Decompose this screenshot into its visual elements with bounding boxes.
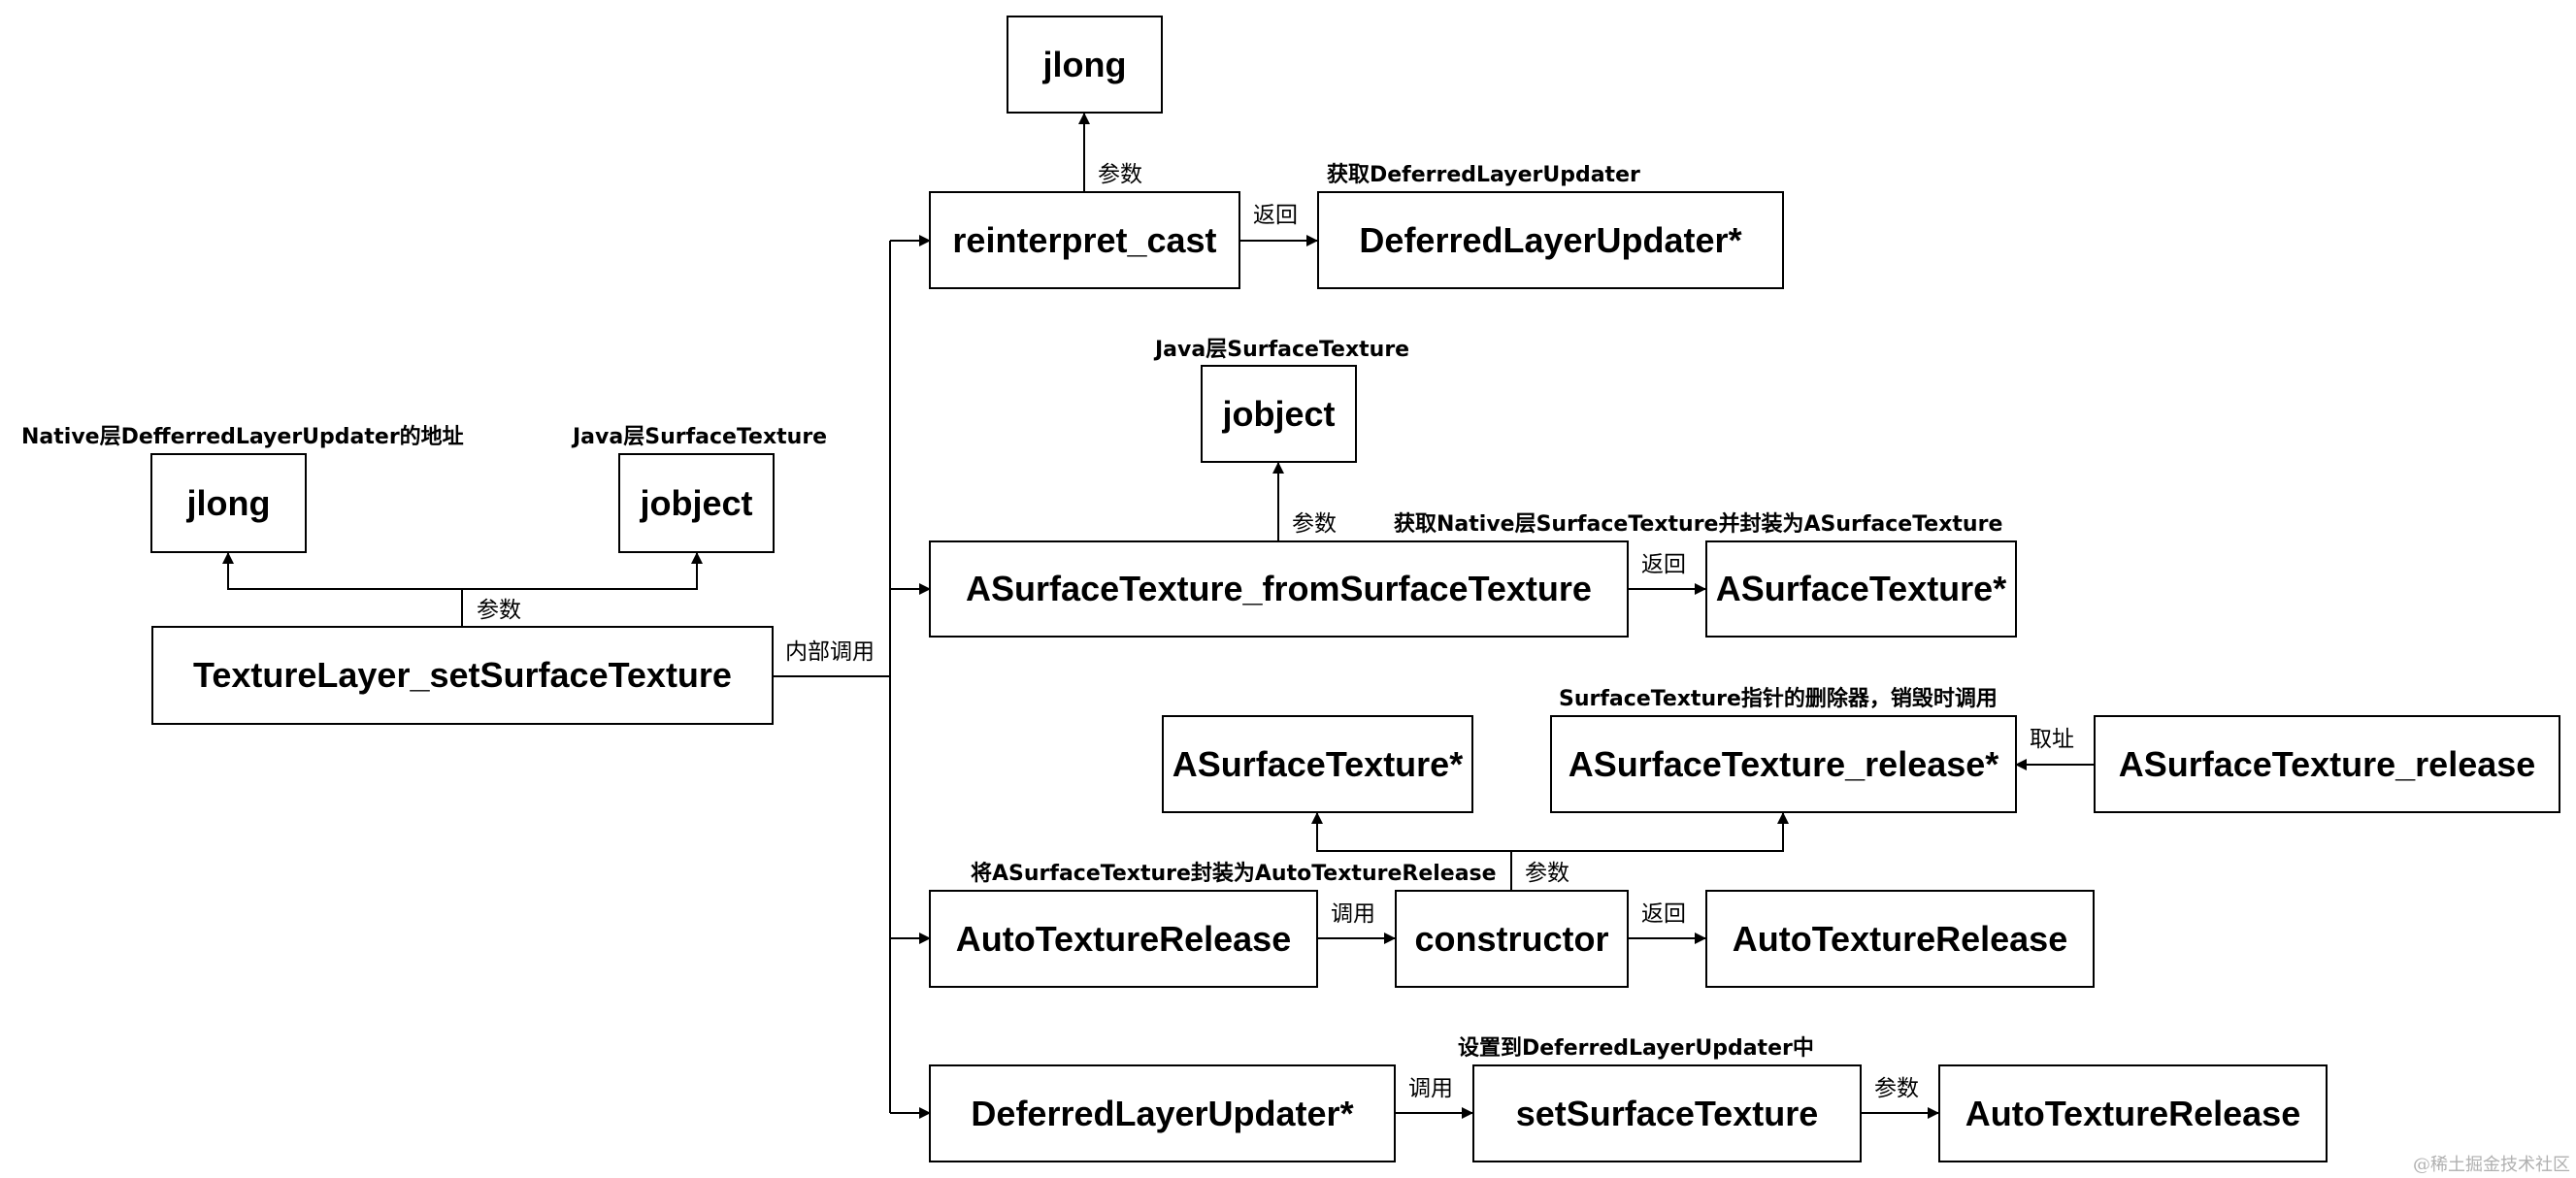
edge-label-ctor-return: 返回 bbox=[1638, 895, 1689, 928]
wrap-auto-note: 将ASurfaceTexture封装为AutoTextureRelease bbox=[971, 862, 1497, 886]
edge-label-ctor-params: 参数 bbox=[1522, 854, 1572, 887]
set-surface-texture-box[interactable]: setSurfaceTexture bbox=[1472, 1064, 1862, 1162]
edge-label-call-set: 调用 bbox=[1405, 1069, 1456, 1102]
deleter-note: SurfaceTexture指针的删除器，销毁时调用 bbox=[1559, 687, 1998, 711]
java-surface-left-note: Java层SurfaceTexture bbox=[573, 425, 828, 449]
native-address-note: Native层DefferredLayerUpdater的地址 bbox=[21, 425, 464, 449]
left-jlong-box[interactable]: jlong bbox=[150, 453, 307, 553]
auto-texture-release-param-box[interactable]: AutoTextureRelease bbox=[1938, 1064, 2328, 1162]
release-function-box[interactable]: ASurfaceTexture_release bbox=[2094, 715, 2560, 813]
left-jobject-box[interactable]: jobject bbox=[618, 453, 775, 553]
mid-jobject-box[interactable]: jobject bbox=[1201, 365, 1357, 463]
edge-label-cast-params: 参数 bbox=[1095, 155, 1145, 188]
top-jlong-box[interactable]: jlong bbox=[1007, 16, 1163, 114]
edge-label-cast-return: 返回 bbox=[1250, 196, 1301, 229]
release-ptr-box[interactable]: ASurfaceTexture_release* bbox=[1550, 715, 2017, 813]
edge-label-internal-call: 内部调用 bbox=[782, 633, 877, 666]
reinterpret-cast-box[interactable]: reinterpret_cast bbox=[929, 191, 1240, 289]
edge-label-from-params: 参数 bbox=[1289, 505, 1339, 538]
edge-label-set-params: 参数 bbox=[1871, 1069, 1922, 1102]
set-to-updater-note: 设置到DeferredLayerUpdater中 bbox=[1458, 1036, 1814, 1061]
edge-label-take-address: 取址 bbox=[2027, 720, 2077, 753]
auto-texture-release-box[interactable]: AutoTextureRelease bbox=[929, 890, 1318, 988]
watermark: @稀土掘金技术社区 bbox=[2413, 1155, 2570, 1175]
auto-texture-release-result-box[interactable]: AutoTextureRelease bbox=[1705, 890, 2095, 988]
asurface-texture-ptr-param-box[interactable]: ASurfaceTexture* bbox=[1162, 715, 1473, 813]
arrow-ctor-to-releaseptr bbox=[1511, 812, 1789, 852]
edge-label-from-return: 返回 bbox=[1638, 545, 1689, 578]
arrow-root-to-jobject bbox=[462, 552, 703, 590]
edge-label-root-params: 参数 bbox=[474, 591, 524, 624]
get-native-surface-note: 获取Native层SurfaceTexture并封装为ASurfaceTextu… bbox=[1394, 512, 2003, 537]
arrow-root-to-jlong bbox=[222, 552, 463, 626]
deferred-updater-ptr-call-box[interactable]: DeferredLayerUpdater* bbox=[929, 1064, 1396, 1162]
get-deferred-note: 获取DeferredLayerUpdater bbox=[1327, 163, 1640, 187]
asurface-texture-ptr-box[interactable]: ASurfaceTexture* bbox=[1705, 540, 2017, 638]
edge-label-call-ctor: 调用 bbox=[1328, 895, 1378, 928]
arrow-ctor-to-asurface bbox=[1311, 812, 1512, 890]
root-function-box[interactable]: TextureLayer_setSurfaceTexture bbox=[151, 626, 774, 725]
constructor-box[interactable]: constructor bbox=[1395, 890, 1629, 988]
from-surface-texture-box[interactable]: ASurfaceTexture_fromSurfaceTexture bbox=[929, 540, 1629, 638]
java-surface-mid-note: Java层SurfaceTexture bbox=[1155, 338, 1410, 362]
deferred-updater-ptr-box[interactable]: DeferredLayerUpdater* bbox=[1317, 191, 1784, 289]
